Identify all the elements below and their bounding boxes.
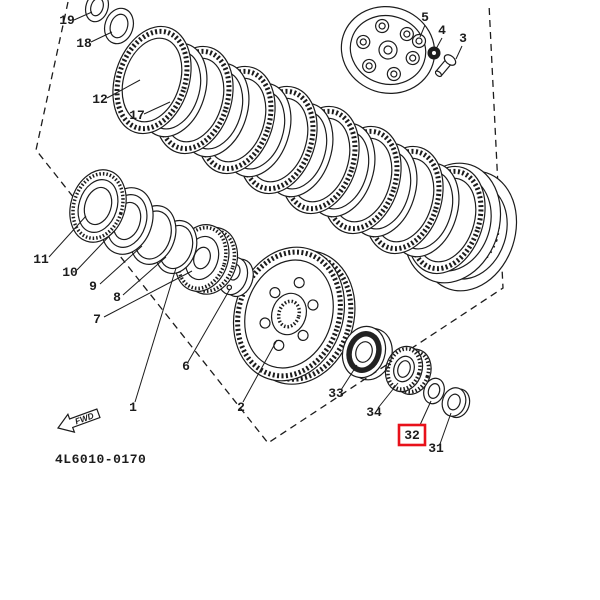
friction-plate [112,25,192,135]
part-label-3[interactable]: 3 [459,31,467,46]
bolt-part-3 [434,54,457,78]
fwd-direction-arrow: FWD [56,408,101,433]
part-label-18[interactable]: 18 [76,36,92,51]
lock-washer-part-4 [427,46,441,60]
primary-driven-gear-part-2 [232,246,356,385]
part-label-6[interactable]: 6 [182,359,190,374]
part-label-31[interactable]: 31 [428,441,444,456]
part-label-12[interactable]: 12 [92,92,108,107]
part-label-17[interactable]: 17 [129,108,145,123]
clutch-plate-stack [112,25,486,275]
ring-part-18 [103,7,135,45]
part-label-32[interactable]: 32 [404,428,420,443]
part-label-9[interactable]: 9 [89,279,97,294]
part-label-19[interactable]: 19 [59,13,75,28]
pressure-plate-assembly [340,6,436,94]
part-label-5[interactable]: 5 [421,10,429,25]
part-labels: 19 18 12 17 5 4 3 11 10 9 8 7 6 1 2 33 3… [33,10,467,456]
part-label-7[interactable]: 7 [93,312,101,327]
washer-part-32 [423,377,445,405]
part-label-10[interactable]: 10 [62,265,78,280]
part-label-8[interactable]: 8 [113,290,121,305]
needle-bearing-part-34 [384,345,432,395]
ball-bearing-part-33 [341,325,393,381]
fwd-arrow-icon [56,408,101,433]
selected-part-highlight [397,423,427,447]
washer-part-5 [411,33,427,49]
part-label-11[interactable]: 11 [33,252,49,267]
fwd-label: FWD [74,410,96,426]
toothed-plate-part-11 [69,169,127,243]
part-label-1[interactable]: 1 [129,400,137,415]
leader-lines [48,11,463,445]
diagram-code: 4L6010-0170 [55,452,146,467]
part-label-4[interactable]: 4 [438,23,446,38]
part-label-33[interactable]: 33 [328,386,344,401]
part-label-2[interactable]: 2 [237,400,245,415]
part-label-34[interactable]: 34 [366,405,382,420]
ring-part-19 [84,0,110,23]
